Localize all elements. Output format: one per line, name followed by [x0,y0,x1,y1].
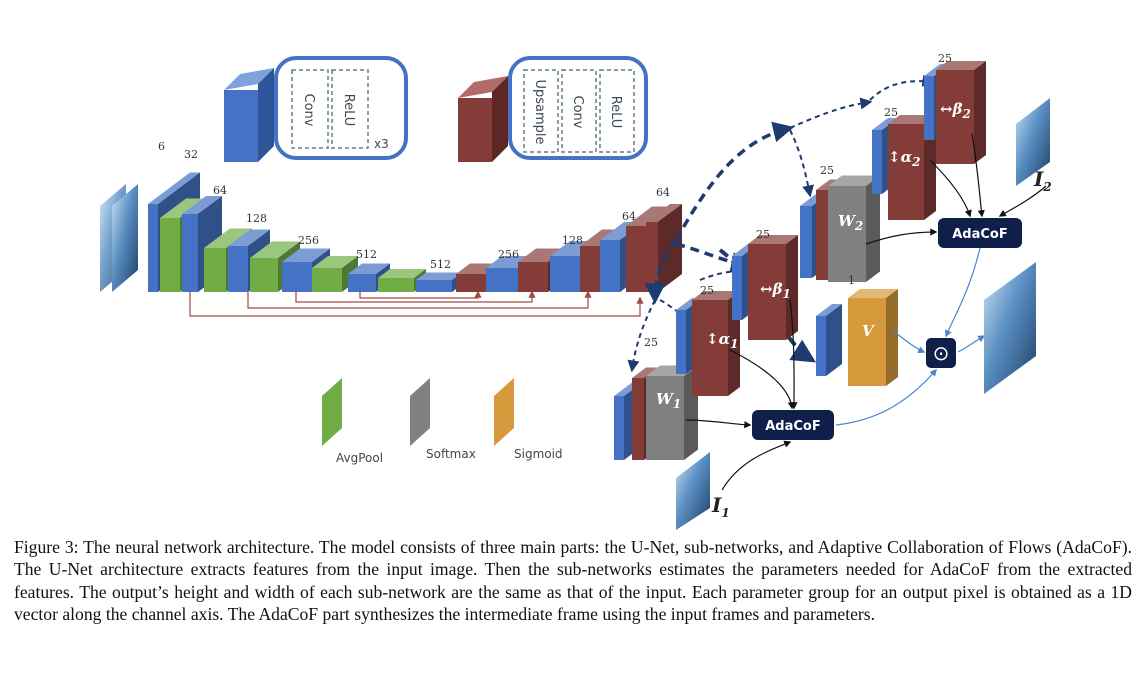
w2-softmax-map [828,175,880,282]
legend-upsample-label: Upsample [532,79,547,144]
channel-label-v: 1 [848,274,855,287]
w1-softmax-map [646,365,698,460]
input-frame-i2: I2 [1016,98,1052,194]
legend-avgpool-label: AvgPool [336,451,383,465]
label-w2: W2 [838,212,863,233]
channel-label-512a: 512 [356,248,377,261]
legend-repeat-label: x3 [374,137,389,151]
legend-conv-label: Conv [301,94,316,127]
combine-node: ⊙ [926,338,956,368]
adacof-box-2: AdaCoF [938,218,1022,248]
legend-softmax-label: Softmax [426,447,476,461]
legend-up-block: Upsample Conv ReLU [458,56,648,162]
channel-label-w2: 25 [820,164,834,177]
legend-uprelu-label: ReLU [608,96,623,129]
v-conv [816,304,842,376]
adacof-label-2: AdaCoF [952,227,1008,242]
skip-connections [189,290,644,317]
unet-conv-512b [416,272,462,292]
legend-upconv-label: Conv [570,96,585,129]
channel-label-b1: 25 [756,228,770,241]
color-legend: AvgPool Softmax Sigmoid [322,378,563,465]
channel-label-b2: 25 [938,52,952,65]
architecture-diagram: Conv ReLU x3 Upsample Conv ReLU 6 32 64 … [100,52,1052,530]
odot-symbol: ⊙ [933,341,950,365]
v-sigmoid-map [848,289,898,386]
output-frame [984,262,1036,394]
label-v: V [862,322,875,340]
unet-pool-4 [312,256,358,292]
label-i1: I1 [711,493,730,520]
channel-label-input: 6 [158,140,165,153]
adacof-connections [685,133,1047,491]
channel-label-w1: 25 [644,336,658,349]
channel-label-d256: 256 [498,248,519,261]
legend-conv-block: Conv ReLU x3 [224,56,408,162]
subnetwork-blocks [614,61,986,460]
unet-channel-labels: 32 64 128 256 512 512 256 128 64 64 [184,148,670,271]
channel-label-a1: 25 [700,284,714,297]
channel-label-128: 128 [246,212,267,225]
channel-label-32: 32 [184,148,198,161]
unet-conv-d64b [646,204,682,292]
channel-label-d64b: 64 [656,186,670,199]
legend-sigmoid-label: Sigmoid [514,447,563,461]
adacof-label-1: AdaCoF [765,419,821,434]
beta1-map [748,235,798,340]
input-frames: 6 [100,140,165,292]
channel-label-512b: 512 [430,258,451,271]
channel-label-256: 256 [298,234,319,247]
figure-caption: Figure 3: The neural network architectur… [14,537,1132,625]
channel-label-a2: 25 [884,106,898,119]
adacof-box-1: AdaCoF [752,410,834,440]
channel-label-d64a: 64 [622,210,636,223]
label-w1: W1 [656,390,681,411]
channel-label-d128: 128 [562,234,583,247]
legend-relu-label: ReLU [341,94,356,127]
unet-blocks [148,172,682,292]
channel-label-64: 64 [213,184,227,197]
beta2-map [936,61,986,164]
label-i2: I2 [1033,167,1052,194]
input-frame-i1: I1 [676,452,730,530]
subnet-channel-labels: 25 25 25 25 25 25 1 [644,52,952,349]
